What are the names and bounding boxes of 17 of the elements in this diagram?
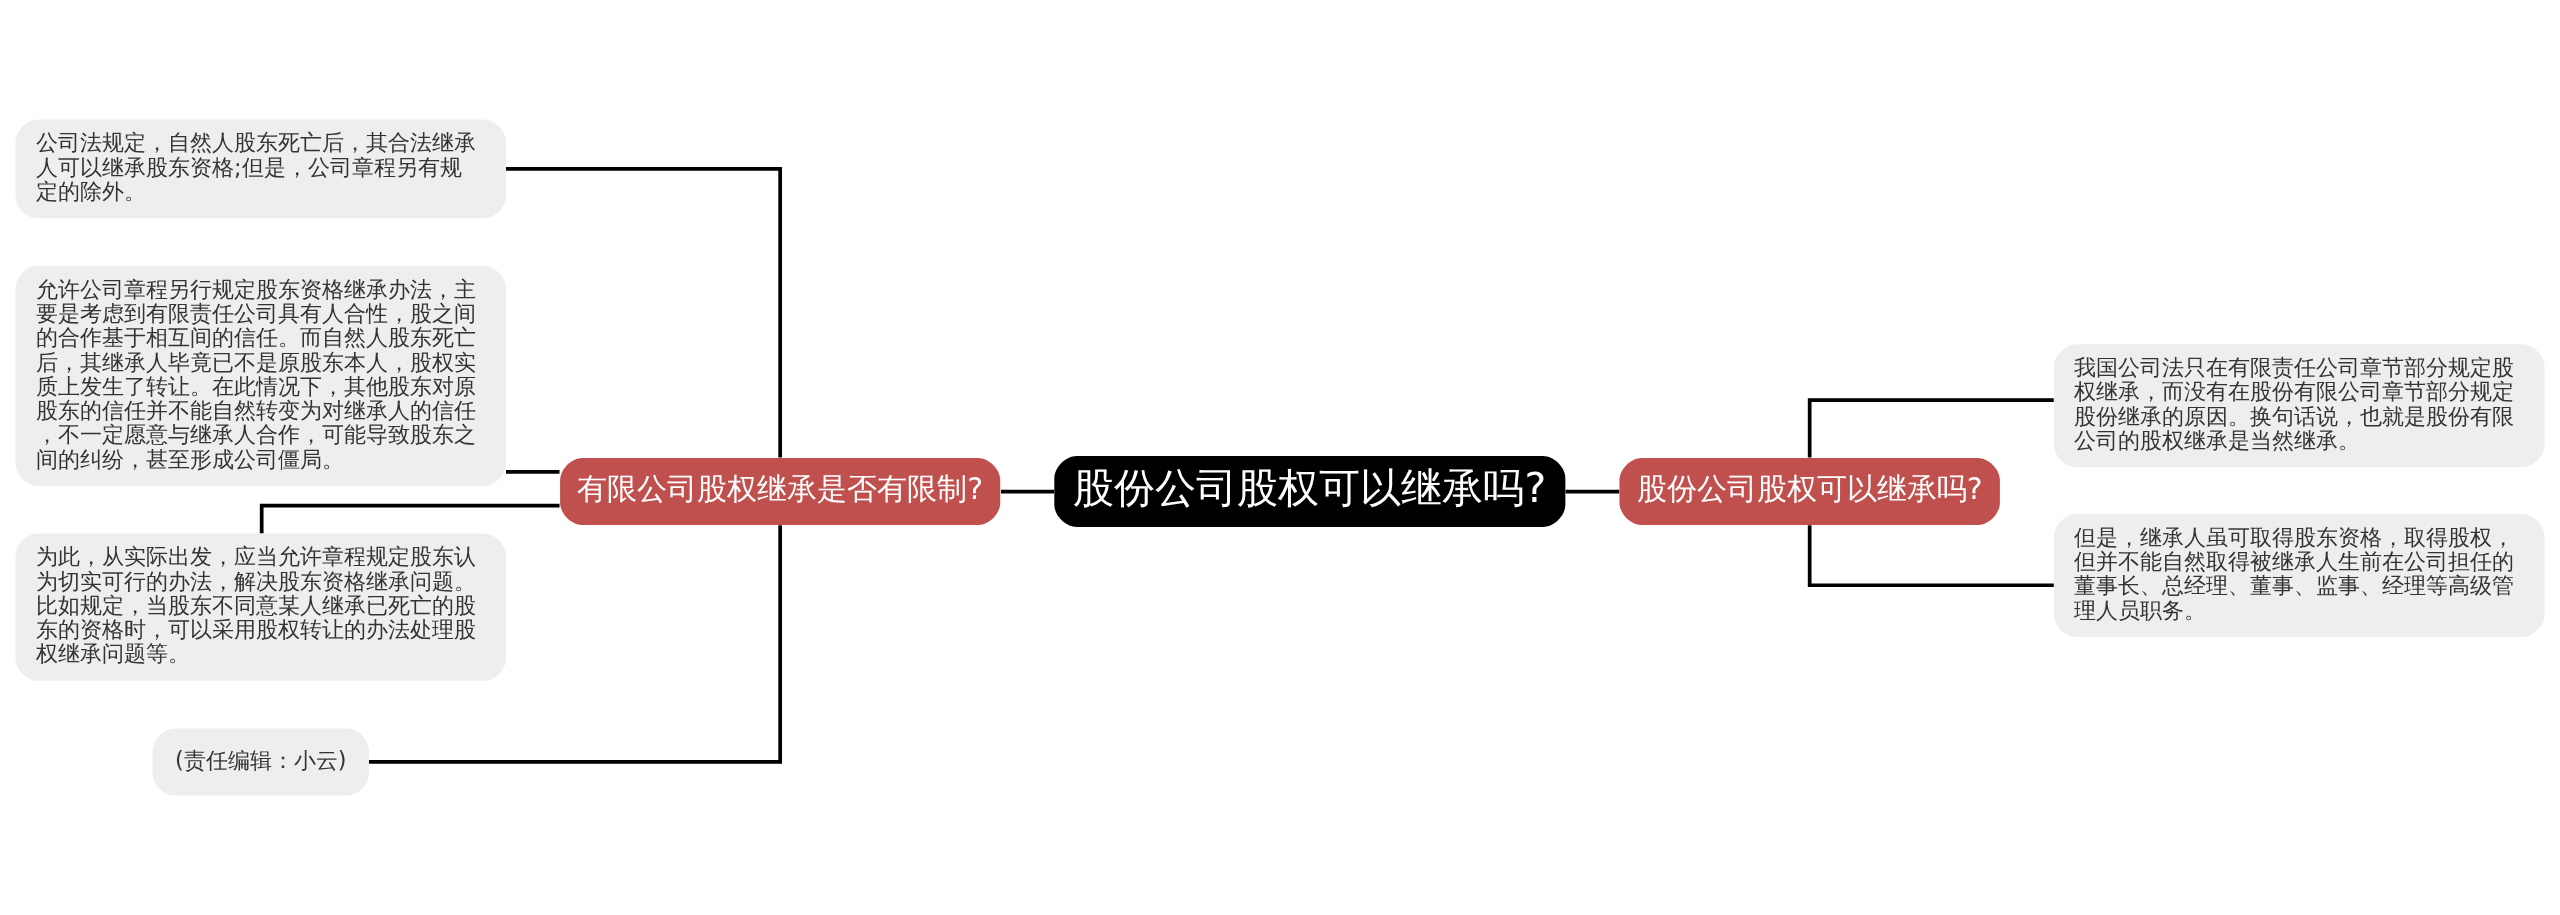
node-box: 但是，继承人虽可取得股东资格，取得股权，但并不能自然取得被继承人生前在公司担任的董事长、总经理、董事、监事、经理等高级管理人员职务。 [2054, 513, 2545, 637]
node-box: 公司法规定，自然人股东死亡后，其合法继承人可以继承股东资格;但是，公司章程另有规定的除外。 [15, 119, 506, 219]
connector [1807, 525, 2054, 588]
node-box: 我国公司法只在有限责任公司章节部分规定股权继承，而没有在股份有限公司章节部分规定股份继承的原因。换句话说，也就是股份有限公司的股权继承是当然继承。 [2054, 344, 2545, 468]
node-box: 有限公司股权继承是否有限制? [560, 457, 1001, 526]
node-box: (责任编辑：小云) [152, 728, 369, 796]
connector [1565, 489, 1620, 494]
connector [369, 525, 783, 764]
node-box: 股份公司股权可以继承吗? [1054, 456, 1566, 527]
connector [506, 167, 783, 458]
connector [1807, 398, 2054, 458]
connector [1000, 489, 1055, 494]
connector [506, 470, 560, 474]
node-box: 允许公司章程另行规定股东资格继承办法，主要是考虑到有限责任公司具有人合性，股之间的合作基于相互间的信任。而自然人股东死亡后，其继承人毕竟已不是原股东本人，股权实质上发生了转让。在此情况下，其他股东对原股东的信任并不能自然转变为对继承人的信任，不一定愿意与继承人合作，可能导致股东之间的纠纷，甚至形成公司僵局。 [15, 265, 506, 486]
node-box: 股份公司股权可以继承吗? [1619, 457, 2000, 526]
node-box: 为此，从实际出发，应当允许章程规定股东认为切实可行的办法，解决股东资格继承问题。比如规定，当股东不同意某人继承已死亡的股东的资格时，可以采用股权转让的办法处理股权继承问题等。 [15, 533, 506, 681]
connector [259, 503, 560, 534]
